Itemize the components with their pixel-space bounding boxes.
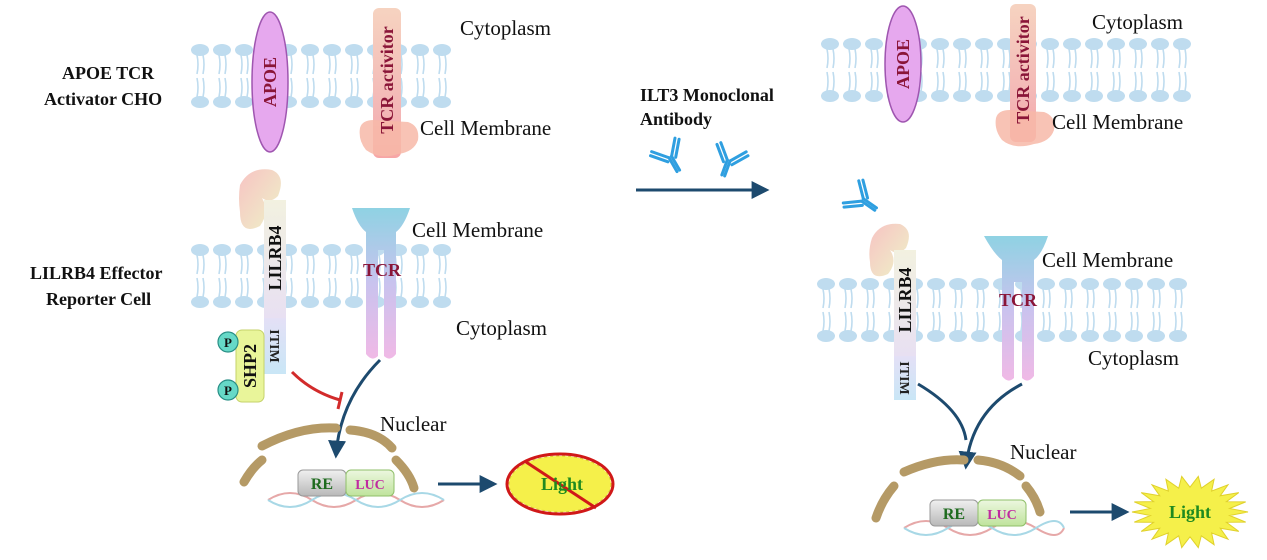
cytoplasm-mid-left: Cytoplasm [456, 316, 548, 340]
shp2-label: SHP2 [240, 344, 260, 388]
cytoplasm-mid-right: Cytoplasm [1088, 346, 1180, 370]
cho-label-line2: Activator CHO [44, 89, 163, 109]
luc-box-right [977, 499, 1027, 527]
itim-label-left: ITIM [266, 329, 281, 362]
light-burst-active [1131, 475, 1249, 549]
itim-domain-left [264, 318, 286, 374]
membrane-top-left [191, 44, 451, 108]
tcr-label-left: TCR [363, 260, 402, 280]
apoe-protein-right [884, 5, 922, 123]
cytoplasm-top-left: Cytoplasm [460, 16, 552, 40]
tcr-activator-label-left: TCR activitor [377, 26, 397, 133]
shp2-box [235, 329, 265, 403]
cell-membrane-mid-left: Cell Membrane [412, 218, 544, 242]
itim-label-right: ITIM [896, 361, 911, 394]
tcr-receptor-right [984, 236, 1048, 381]
lilrb4-signal-arrow-right [917, 382, 968, 441]
tcr-receptor-left [352, 208, 410, 359]
antibody-label-line1: ILT3 Monoclonal [640, 85, 774, 105]
nuclear-envelope-left [257, 423, 341, 451]
cell-membrane-mid-right: Cell Membrane [1042, 248, 1174, 272]
light-label-right: Light [1169, 502, 1211, 522]
phospho-label-2: P [224, 383, 232, 398]
antibody-icon-1 [649, 136, 682, 174]
cytoplasm-top-right: Cytoplasm [1092, 10, 1184, 34]
cell-membrane-top-left: Cell Membrane [420, 116, 552, 140]
tcr-activator-right [1010, 4, 1036, 142]
prohibited-slash [525, 460, 597, 510]
itim-domain-right [894, 356, 916, 400]
cell-membrane-top-right: Cell Membrane [1052, 110, 1184, 134]
antibody-label-line2: Antibody [640, 109, 713, 129]
lilrb4-receptor-right [894, 250, 916, 356]
tcr-signal-arrow-left [328, 358, 382, 459]
apoe-protein-left [251, 11, 289, 153]
membrane-top-right [821, 38, 1191, 102]
luc-box-left [345, 469, 395, 497]
lilrb4-label-right: LILRB4 [895, 267, 915, 332]
cho-label-line1: APOE TCR [62, 63, 155, 83]
tcr-label-right: TCR [999, 290, 1038, 310]
inhibition-arrow [290, 370, 341, 402]
effector-label-line1: LILRB4 Effector [30, 263, 163, 283]
nuclear-label-left: Nuclear [380, 412, 447, 436]
lilrb4-head-right [869, 223, 909, 277]
antibody-icon-2 [715, 141, 750, 178]
effector-label-line2: Reporter Cell [46, 289, 152, 309]
luc-label-left: LUC [355, 478, 385, 493]
lilrb4-receptor-left [264, 200, 286, 318]
antibody-icon-bound [841, 178, 878, 212]
tcr-signal-arrow-right [958, 382, 1023, 470]
lilrb4-head-left [239, 169, 281, 229]
phospho-label-1: P [224, 335, 232, 350]
re-label-left: RE [311, 476, 333, 493]
lilrb4-label-left: LILRB4 [265, 225, 285, 290]
luc-label-right: LUC [987, 508, 1017, 523]
apoe-label-left: APOE [260, 57, 280, 107]
phospho-circle-2 [217, 379, 239, 401]
nuclear-label-right: Nuclear [1010, 440, 1077, 464]
phospho-circle-1 [217, 331, 239, 353]
tcr-activator-label-right: TCR activitor [1013, 16, 1033, 123]
membrane-mid-left [191, 244, 451, 308]
apoe-label-right: APOE [893, 39, 913, 89]
light-label-left: Light [541, 474, 583, 494]
re-label-right: RE [943, 506, 965, 523]
nuclear-envelope-right [899, 455, 969, 477]
